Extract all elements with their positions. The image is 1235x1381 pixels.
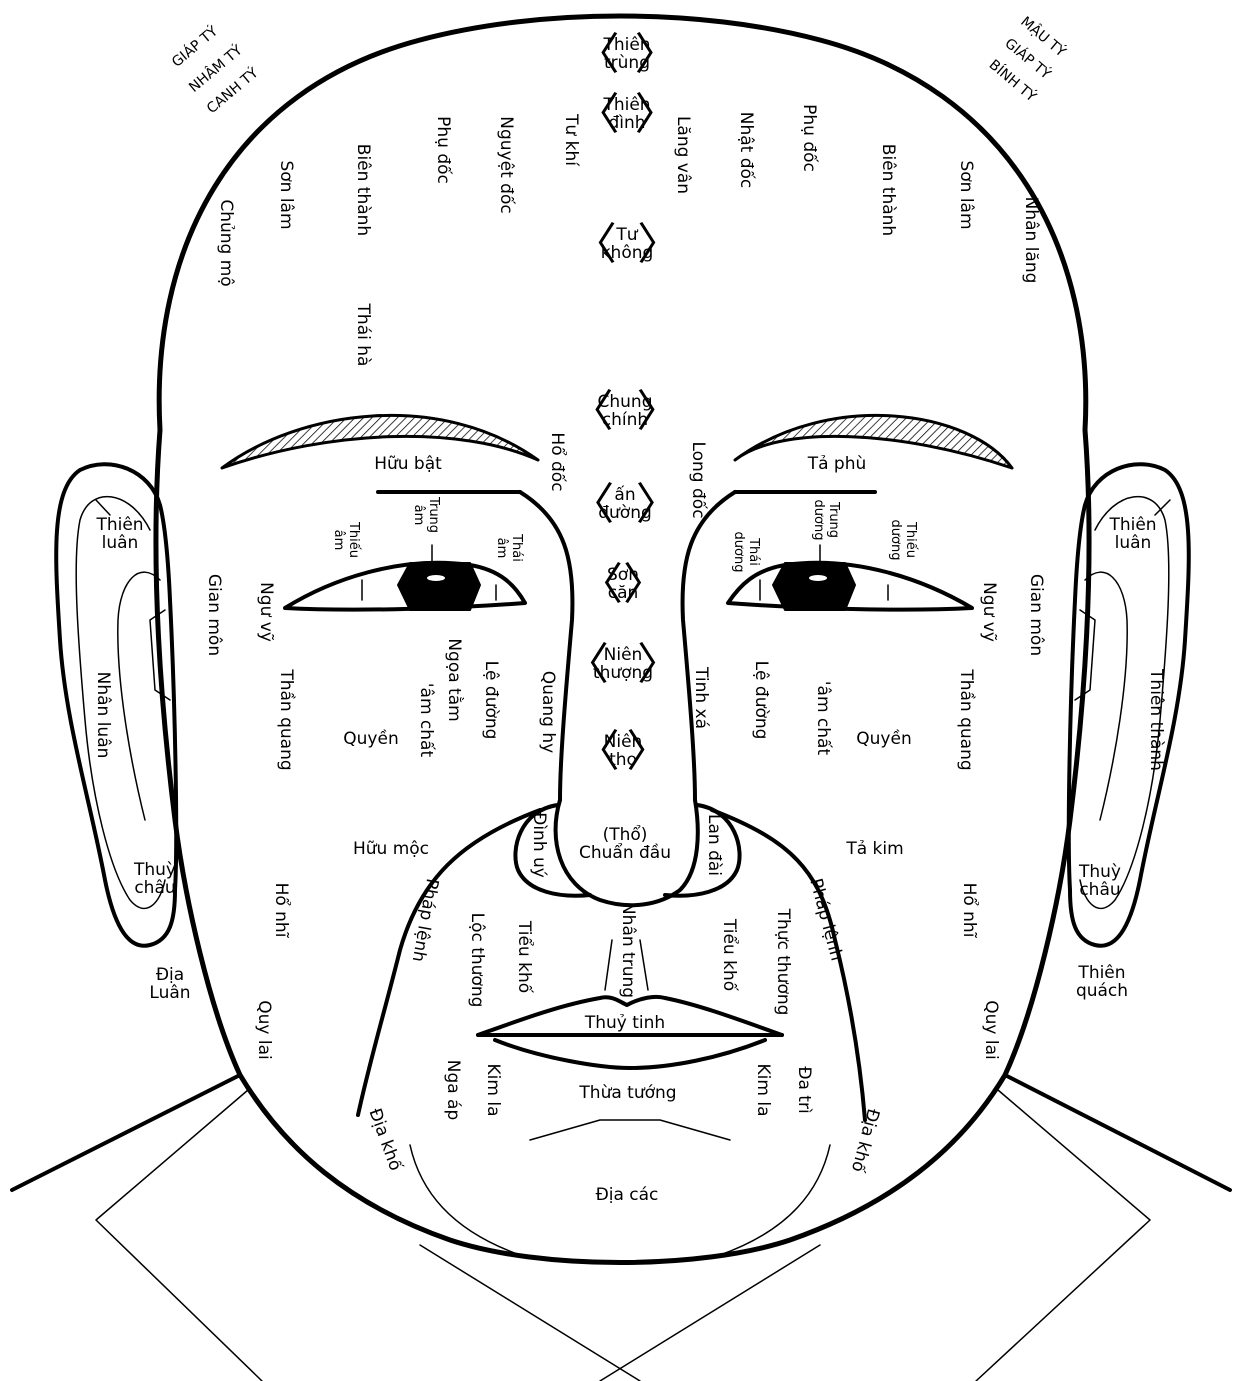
label-nhat-doc: Nhật đốc: [736, 112, 754, 189]
label-nien-thuong: Niên thượng: [583, 647, 663, 683]
label-chung-chinh: Chung chính: [588, 394, 663, 430]
label-ta-phu: Tả phù: [808, 456, 867, 474]
lower-lip: [495, 1040, 765, 1068]
label-thai-am: Thái âm: [493, 534, 523, 562]
label-da-tri: Đa trì: [794, 1066, 812, 1113]
label-quyen-left: Quyền: [343, 731, 398, 749]
label-bien-thanh-right: Biên thành: [878, 144, 896, 236]
label-am-chat-left: 'âm chất: [416, 683, 434, 757]
label-am-chat-right: 'âm chất: [813, 681, 831, 755]
neck-right: [600, 1245, 820, 1381]
nose-right-line: [683, 492, 735, 800]
label-thien-trung: Thiên trùng: [593, 37, 660, 73]
label-thieu-am: Thiếu âm: [330, 522, 360, 558]
label-quyen-right: Quyền: [856, 731, 911, 749]
label-thien-thanh: Thiên thành: [1146, 669, 1164, 771]
label-quy-lai-left: Quy lai: [254, 1000, 272, 1059]
label-tu-khi: Tư khí: [561, 114, 579, 166]
right-eyebrow: [735, 415, 1012, 468]
label-thuc-thuong: Thực thương: [773, 909, 791, 1016]
label-trung-duong: Trung dương: [810, 500, 840, 541]
label-ho-doc: Hổ đốc: [547, 432, 565, 491]
label-trung-am: Trung âm: [410, 497, 440, 533]
label-le-duong-left: Lệ đường: [481, 661, 499, 740]
head-outline: [156, 16, 1089, 1263]
right-iris: [773, 563, 855, 610]
label-thuy-chau-right: Thuỳ châu: [1079, 864, 1121, 900]
label-bien-thanh-left: Biên thành: [353, 144, 371, 236]
label-chuan-dau: (Thổ) Chuẩn đầu: [579, 827, 671, 863]
label-gian-mon-right: Gian môn: [1026, 574, 1044, 656]
label-tu-khong: Tư không: [591, 227, 664, 263]
label-son-lam-right: Sơn lâm: [956, 160, 974, 229]
label-nhan-trung: Nhân trung: [618, 902, 636, 998]
label-thien-dinh: Thiên đình: [593, 97, 660, 133]
label-an-duong: ấn đường: [588, 487, 662, 523]
label-kim-la-right: Kim la: [753, 1064, 771, 1117]
label-ngu-vy-right: Ngư vỹ: [979, 582, 997, 642]
label-thien-luan-right: Thiên luân: [1109, 517, 1156, 553]
neck-left: [420, 1245, 640, 1381]
label-le-duong-right: Lệ đường: [751, 661, 769, 740]
label-lan-dai: Lan đài: [704, 814, 722, 876]
label-ho-nhi-left: Hổ nhĩ: [271, 883, 289, 938]
label-lang-van: Lăng vân: [673, 116, 691, 194]
label-thai-duong: Thái dương: [730, 532, 760, 573]
label-dia-luan: Địa Luân: [149, 967, 190, 1003]
label-phu-doc-right: Phụ đốc: [799, 104, 817, 172]
label-quang-hy: Quang hy: [538, 671, 556, 753]
label-ho-nhi-right: Hổ nhĩ: [959, 883, 977, 938]
label-loc-thuong: Lộc thương: [467, 913, 485, 1008]
label-tinh-xa: Tinh xá: [691, 667, 709, 729]
label-ngoa-tam: Ngọa tằm: [444, 638, 462, 721]
label-tieu-kho-right: Tiểu khố: [719, 919, 737, 991]
label-dia-cac: Địa các: [596, 1187, 659, 1205]
label-than-quang-left: Thần quang: [276, 669, 294, 770]
label-thuy-tinh: Thuỷ tinh: [585, 1015, 665, 1033]
label-thai-ha: Thái hà: [353, 304, 371, 367]
label-tieu-kho-left: Tiểu khố: [514, 921, 532, 993]
label-gian-mon-left: Gian môn: [204, 574, 222, 656]
label-thien-luan-left: Thiên luân: [96, 517, 143, 553]
label-dinh-uy: Đình uý: [529, 812, 547, 878]
left-shoulder: [12, 1075, 240, 1190]
label-nhan-luan: Nhân luân: [93, 672, 111, 759]
label-huu-bat: Hữu bật: [374, 456, 442, 474]
label-nguyet-doc: Nguyệt đốc: [496, 116, 514, 213]
label-ngu-vy-left: Ngư vỹ: [256, 582, 274, 642]
label-quy-lai-right: Quy lai: [981, 1000, 999, 1059]
label-son-can: Sơn căn: [597, 567, 649, 603]
label-nhan-lang: Nhân lăng: [1021, 197, 1039, 284]
label-chung-mo: Chủng mộ: [216, 199, 234, 286]
label-son-lam-left: Sơn lâm: [276, 160, 294, 229]
right-shoulder: [1005, 1075, 1230, 1190]
label-than-quang-right: Thần quang: [956, 669, 974, 770]
label-nga-ap: Nga áp: [443, 1060, 461, 1121]
label-phu-doc-left: Phụ đốc: [433, 116, 451, 184]
label-nien-tho: Niên thọ: [594, 734, 653, 770]
label-thien-quach: Thiên quách: [1076, 965, 1128, 1001]
label-thuy-chau-left: Thuỳ châu: [134, 862, 176, 898]
label-thua-tuong: Thừa tướng: [579, 1085, 676, 1103]
label-kim-la-left: Kim la: [483, 1064, 501, 1117]
label-thieu-duong: Thiếu dương: [887, 520, 917, 561]
label-long-doc: Long đốc: [688, 441, 706, 518]
left-iris: [398, 563, 480, 610]
label-ta-kim: Tả kim: [846, 841, 903, 859]
label-huu-moc: Hữu mộc: [353, 841, 429, 859]
